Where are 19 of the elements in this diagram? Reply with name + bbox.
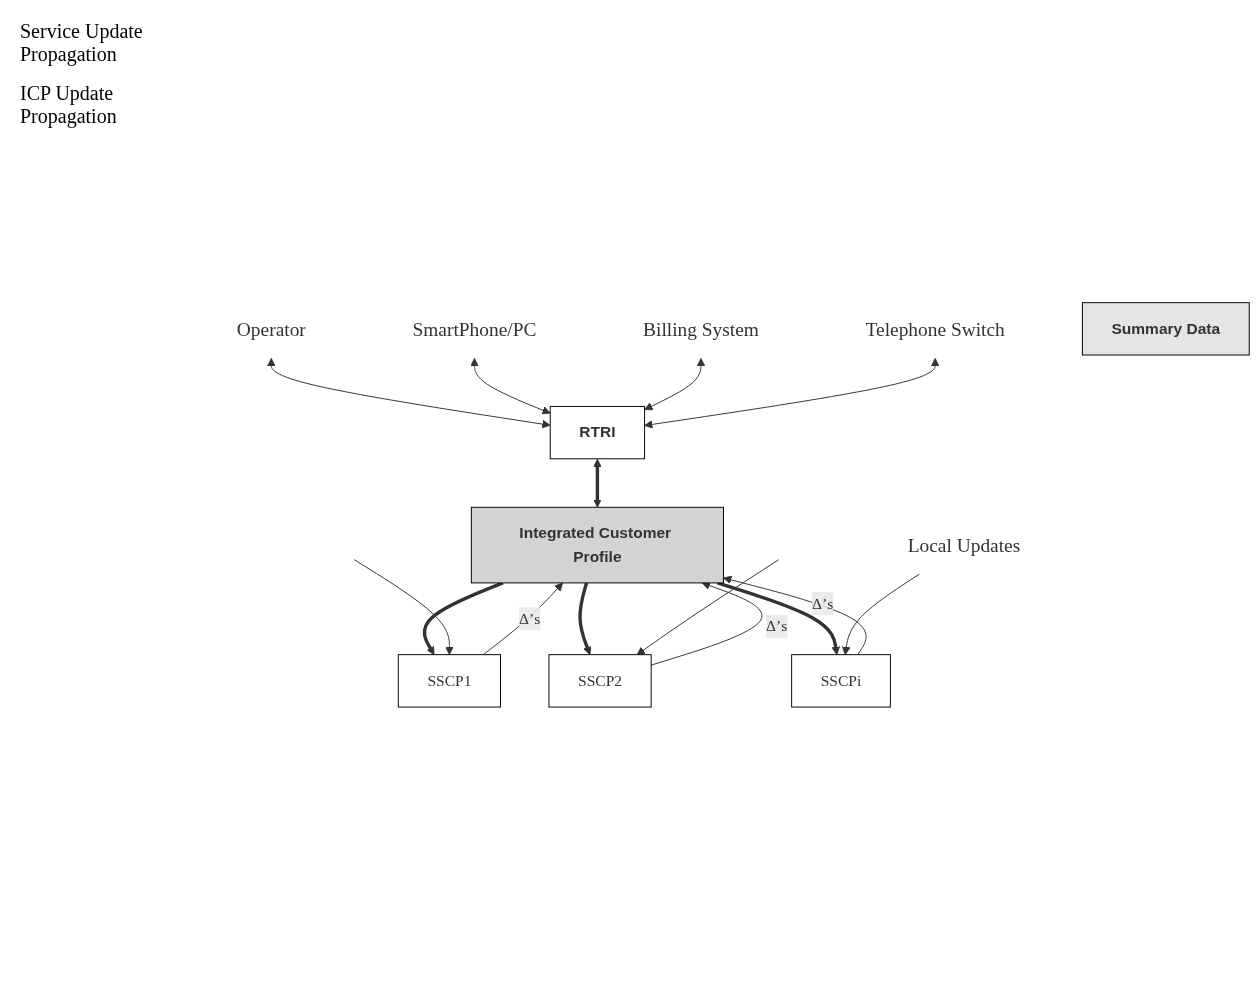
node-box: Integrated Customer Profile [470, 506, 724, 583]
node-box: SSCP1 [397, 653, 501, 708]
arrow [716, 580, 840, 655]
node-box: SSCPi [791, 653, 891, 708]
edge-label: Δ’s [812, 594, 834, 612]
node-text: Telephone Switch [865, 317, 1005, 340]
node-text: Operator [236, 317, 306, 340]
node-box: RTRI [549, 405, 646, 459]
arrow [593, 458, 602, 508]
note-text: Service Update Propagation [20, 20, 144, 66]
arrow [578, 582, 592, 655]
edge-label: Δ’s [766, 617, 788, 634]
node-text: Local Updates [907, 534, 1021, 556]
node-text: SmartPhone/PC [412, 317, 537, 340]
note-text: ICP Update Propagation [20, 82, 118, 128]
edge-label: Δ’s [519, 609, 541, 627]
node-text: Billing System [643, 317, 759, 340]
node-box: Summary Data [1081, 301, 1250, 356]
node-box: SSCP2 [548, 653, 652, 708]
